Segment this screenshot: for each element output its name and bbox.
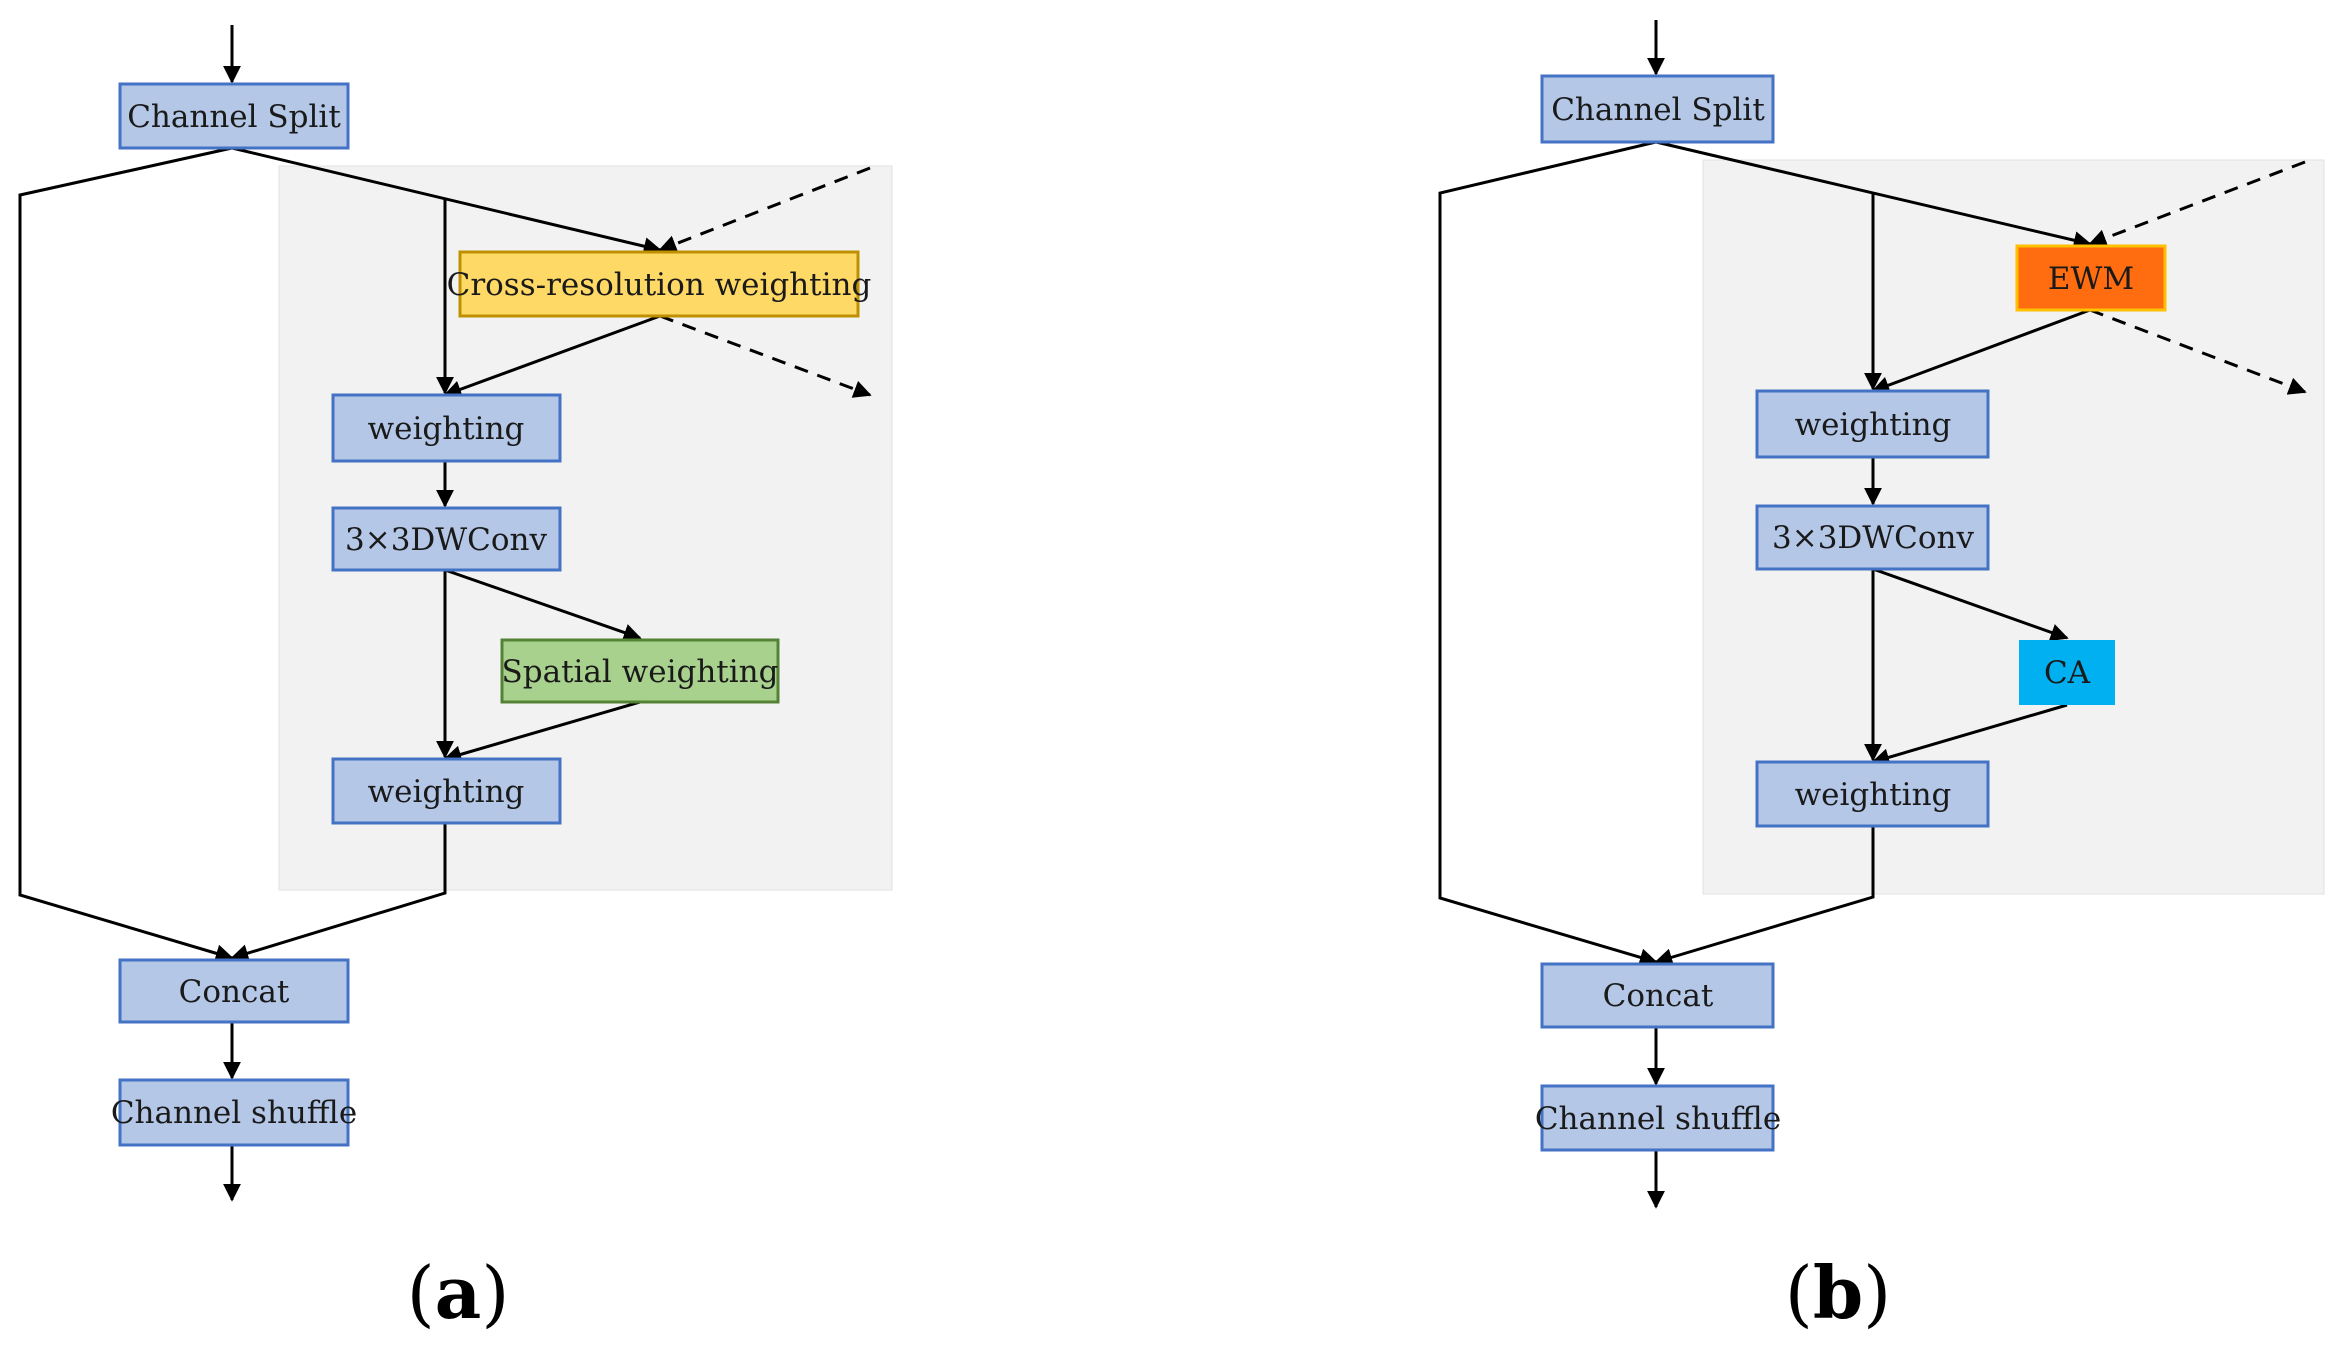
caption-a-letter: a [435,1250,482,1335]
diagram-b: Channel Split EWM weighting 3×3DWConv CA… [1438,20,2325,1335]
ewm-to-weighting-arrow [1871,308,2091,394]
caption-b-close: ) [1863,1251,1891,1335]
weighting-bottom-a: weighting [331,757,562,825]
diagram-a: Channel Split Cross-resolution weighting… [18,25,893,1335]
dwconv-b: 3×3DWConv [1755,504,1990,571]
spatial-to-weighting-arrow [443,700,641,764]
weighting-top-label-b: weighting [1795,407,1952,443]
caption-a-open: ( [407,1251,435,1335]
weighting-to-concat-a [230,823,447,962]
caption-b: (b) [1785,1250,1892,1335]
dwconv-to-ca-arrow [1872,567,2069,642]
dashed-output-a [659,314,872,398]
caption-b-letter: b [1813,1250,1863,1335]
bypass-path-a [18,146,234,963]
spatial-weighting-block: Spatial weighting [500,638,780,704]
bypass-path-b [1438,140,1658,967]
caption-b-open: ( [1785,1251,1813,1335]
connectors-a [18,25,872,1202]
ca-block: CA [2019,640,2115,705]
weighting-top-a: weighting [331,393,562,463]
weighting-bottom-label-a: weighting [368,774,525,810]
caption-a-close: ) [481,1251,509,1335]
weighting-bottom-label-b: weighting [1795,777,1952,813]
connectors-b [1438,20,2307,1209]
cross-resolution-label: Cross-resolution weighting [447,267,872,303]
weighting-top-b: weighting [1755,389,1990,459]
spatial-weighting-label: Spatial weighting [502,654,779,690]
caption-a: (a) [407,1250,510,1335]
channel-split-label-b: Channel Split [1551,92,1765,128]
dwconv-a: 3×3DWConv [331,506,562,572]
channel-split-label-a: Channel Split [127,99,341,135]
channel-split-b: Channel Split [1540,74,1775,144]
channel-shuffle-label-a: Channel shuffle [111,1095,357,1131]
dwconv-label-b: 3×3DWConv [1772,520,1974,556]
channel-shuffle-b: Channel shuffle [1535,1084,1781,1152]
concat-label-b: Concat [1603,978,1714,1014]
dwconv-label-a: 3×3DWConv [345,522,547,558]
crossres-to-weighting-arrow [443,314,661,398]
dashed-input-a [658,166,871,253]
weighting-to-concat-b [1654,826,1875,966]
cross-resolution-block: Cross-resolution weighting [447,250,872,318]
concat-b: Concat [1540,962,1775,1029]
channel-shuffle-a: Channel shuffle [111,1078,357,1147]
dwconv-to-spatial-arrow [444,568,642,642]
channel-shuffle-label-b: Channel shuffle [1535,1101,1781,1137]
concat-a: Concat [118,958,350,1024]
ewm-block: EWM [2015,244,2167,312]
weighting-bottom-b: weighting [1755,760,1990,828]
weighting-top-label-a: weighting [368,411,525,447]
ca-to-weighting-arrow [1871,703,2068,767]
ca-label: CA [2044,655,2091,691]
channel-split-a: Channel Split [118,82,350,150]
concat-label-a: Concat [179,974,290,1010]
ewm-label: EWM [2048,261,2134,297]
